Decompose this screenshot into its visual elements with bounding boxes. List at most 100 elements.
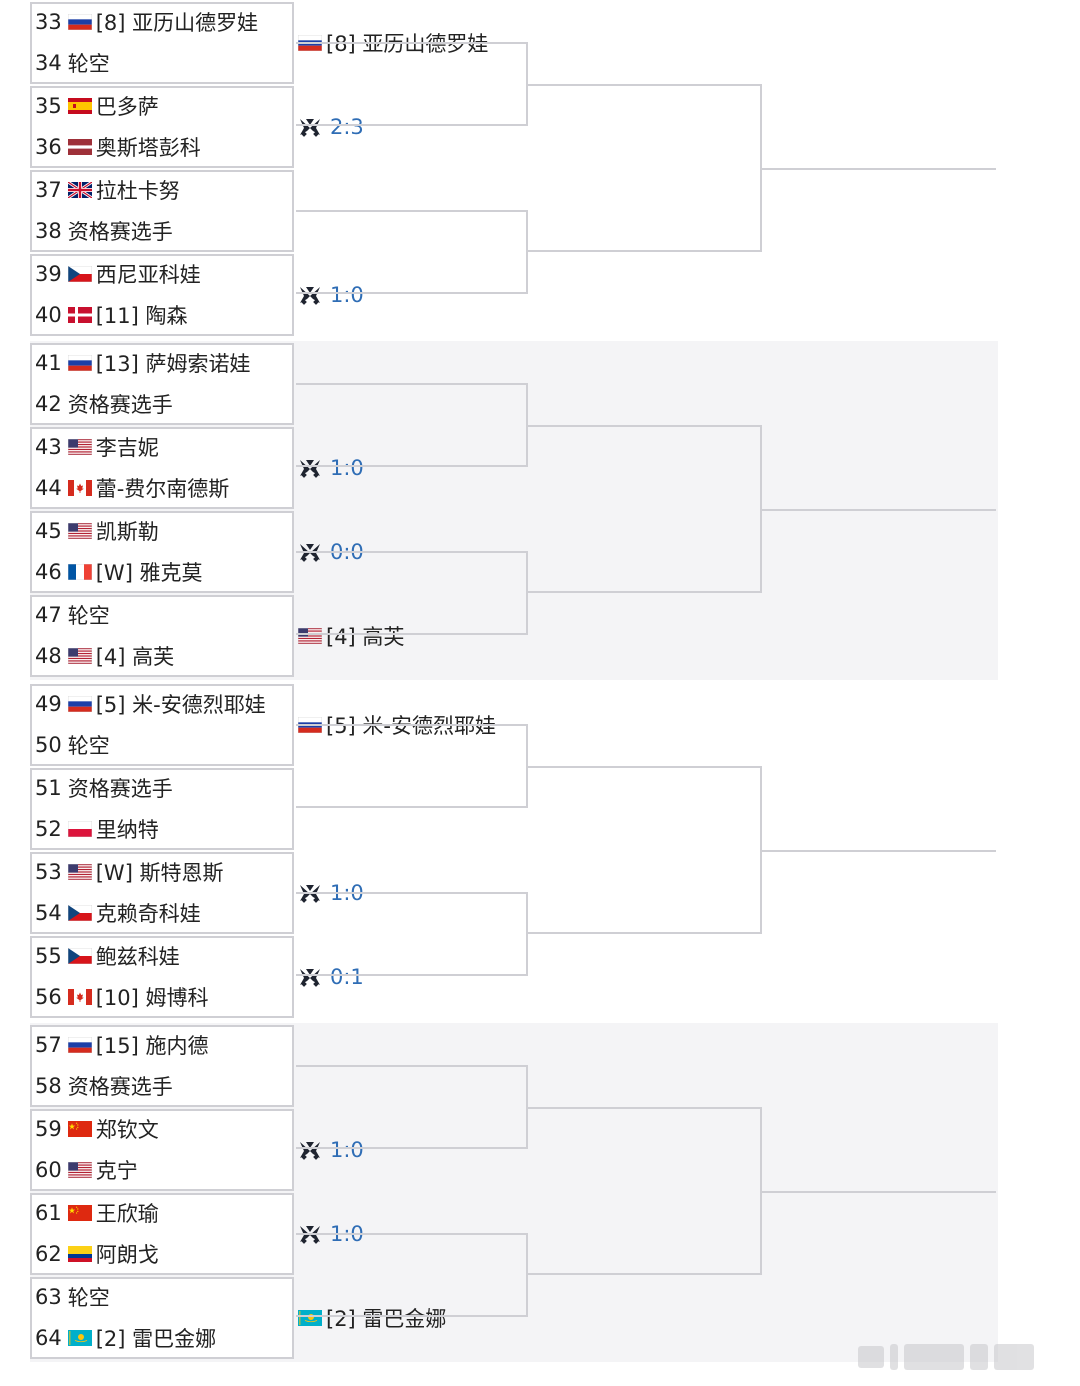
player-row[interactable]: 49[5] 米-安德烈耶娃 xyxy=(35,689,266,719)
draw-position: 34 xyxy=(35,51,62,75)
draw-position: 52 xyxy=(35,817,62,841)
usa-flag-icon xyxy=(67,864,92,880)
usa-flag-icon xyxy=(298,628,322,644)
player-name: [8] 亚历山德罗娃 xyxy=(95,11,259,35)
bracket-connector xyxy=(528,1107,762,1275)
player-name: 资格赛选手 xyxy=(67,220,173,244)
vs-icon xyxy=(298,117,322,137)
bracket-connector xyxy=(296,42,528,126)
russia-flag-icon xyxy=(67,696,92,712)
china-flag-icon xyxy=(67,1205,92,1221)
draw-position: 59 xyxy=(35,1117,62,1141)
denmark-flag-icon xyxy=(67,307,92,323)
bracket-connector xyxy=(296,1233,528,1317)
advanced-player-name: [2] 雷巴金娜 xyxy=(326,1307,447,1331)
player-row[interactable]: 45 凯斯勒 xyxy=(35,516,159,546)
player-row[interactable]: 48[4] 高芙 xyxy=(35,641,174,671)
player-name: 拉杜卡努 xyxy=(95,179,180,203)
russia-flag-icon xyxy=(67,355,92,371)
player-name: [13] 萨姆索诺娃 xyxy=(95,352,251,376)
advanced-player: [5] 米-安德烈耶娃 xyxy=(298,710,496,740)
player-row[interactable]: 53[W] 斯特恩斯 xyxy=(35,857,224,887)
usa-flag-icon xyxy=(67,439,92,455)
draw-position: 62 xyxy=(35,1242,62,1266)
draw-position: 60 xyxy=(35,1158,62,1182)
draw-position: 64 xyxy=(35,1326,62,1350)
player-name: 资格赛选手 xyxy=(67,1075,173,1099)
uk-flag-icon xyxy=(67,182,92,198)
advanced-player: [8] 亚历山德罗娃 xyxy=(298,28,488,58)
player-name: [2] 雷巴金娜 xyxy=(95,1327,217,1351)
player-row[interactable]: 64 [2] 雷巴金娜 xyxy=(35,1323,216,1353)
player-name: [4] 高芙 xyxy=(95,645,175,669)
watermark-mark xyxy=(858,1346,884,1368)
russia-flag-icon xyxy=(67,1037,92,1053)
player-name: 凯斯勒 xyxy=(95,520,159,544)
bracket-connector xyxy=(296,551,528,635)
advanced-player: [4] 高芙 xyxy=(298,621,404,651)
draw-position: 58 xyxy=(35,1074,62,1098)
player-row[interactable]: 57[15] 施内德 xyxy=(35,1030,209,1060)
bracket-connector xyxy=(296,724,528,808)
score-text: 0:1 xyxy=(330,965,364,989)
watermark-mark xyxy=(904,1344,964,1370)
bracket-connector xyxy=(528,84,762,252)
match-score[interactable]: 1:0 xyxy=(298,453,364,483)
draw-position: 40 xyxy=(35,303,62,327)
player-row[interactable]: 33[8] 亚历山德罗娃 xyxy=(35,7,258,37)
player-row[interactable]: 41[13] 萨姆索诺娃 xyxy=(35,348,251,378)
player-name: 鲍兹科娃 xyxy=(95,945,180,969)
match-score[interactable]: 2:3 xyxy=(298,112,364,142)
match-score[interactable]: 1:0 xyxy=(298,1135,364,1165)
draw-position: 45 xyxy=(35,519,62,543)
bracket-connector xyxy=(528,766,762,934)
bracket-connector xyxy=(762,850,996,852)
bracket-connector xyxy=(762,1191,996,1193)
watermark xyxy=(858,1340,1034,1374)
player-row[interactable]: 59 郑钦文 xyxy=(35,1114,159,1144)
advanced-player-name: [8] 亚历山德罗娃 xyxy=(326,32,489,56)
russia-flag-icon xyxy=(67,14,92,30)
watermark-mark xyxy=(970,1344,988,1370)
bracket-connector xyxy=(296,892,528,976)
draw-position: 54 xyxy=(35,901,62,925)
player-row[interactable]: 40[11] 陶森 xyxy=(35,300,188,330)
match-score[interactable]: 0:1 xyxy=(298,962,364,992)
vs-icon xyxy=(298,1140,322,1160)
match-score[interactable]: 1:0 xyxy=(298,280,364,310)
player-row[interactable]: 46[W] 雅克莫 xyxy=(35,557,203,587)
czech-flag-icon xyxy=(67,948,92,964)
player-row[interactable]: 56[10] 姆博科 xyxy=(35,982,209,1012)
player-name: 资格赛选手 xyxy=(67,393,173,417)
player-name: 郑钦文 xyxy=(95,1118,159,1142)
france-flag-icon xyxy=(67,564,92,580)
poland-flag-icon xyxy=(67,821,92,837)
player-name: [5] 米-安德烈耶娃 xyxy=(95,693,266,717)
first-round-match-box xyxy=(30,684,294,766)
draw-position: 51 xyxy=(35,776,62,800)
kazakhstan-flag-icon xyxy=(67,1330,92,1346)
watermark-mark xyxy=(994,1344,1034,1370)
draw-position: 50 xyxy=(35,733,62,757)
bracket-connector xyxy=(296,210,528,294)
